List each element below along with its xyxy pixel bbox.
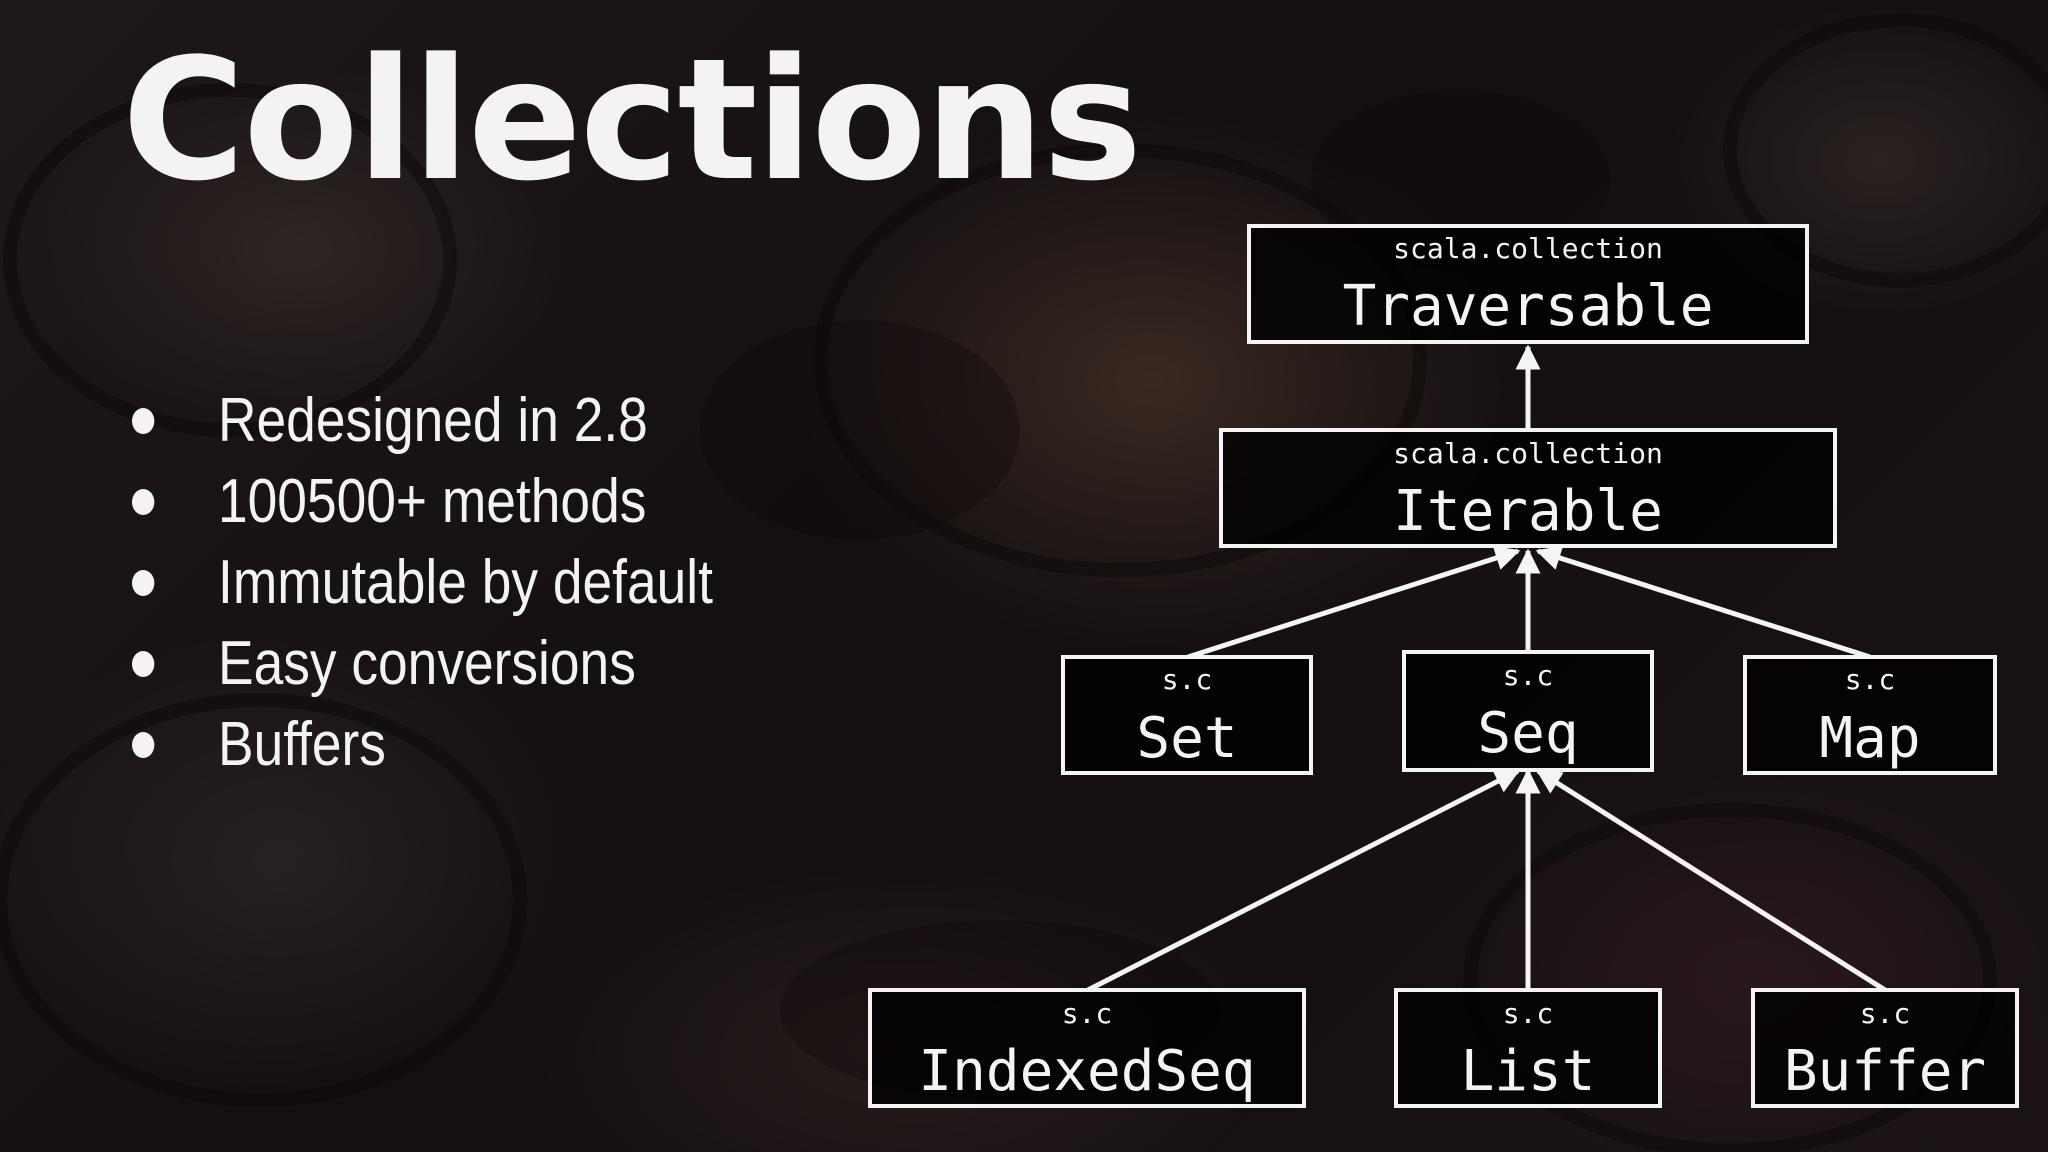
bullet-item: Redesigned in 2.8 (132, 380, 713, 461)
node-map: s.c Map (1743, 655, 1997, 775)
node-class-label: Set (1136, 706, 1237, 771)
edge-buffer-to-seq (1535, 768, 1887, 993)
node-indexedseq: s.c IndexedSeq (868, 988, 1306, 1108)
node-box (1743, 655, 1997, 775)
bullet-list: Redesigned in 2.8 100500+ methods Immuta… (132, 380, 808, 785)
bullet-dot-icon (132, 569, 155, 596)
bullet-dot-icon (132, 731, 155, 758)
node-box (868, 988, 1306, 1108)
bullet-item: Buffers (132, 704, 713, 785)
node-box (1402, 650, 1654, 772)
node-box (1394, 988, 1662, 1108)
bullet-text: Immutable by default (218, 548, 713, 617)
edge-set-to-iterable (1187, 545, 1521, 660)
node-package-label: scala.collection (1393, 437, 1663, 470)
bullet-text: Buffers (218, 710, 386, 779)
node-seq: s.c Seq (1402, 650, 1654, 772)
slide-title: Collections (122, 22, 1142, 218)
node-package-label: s.c (1860, 997, 1911, 1030)
node-box (1061, 655, 1313, 775)
node-traversable: scala.collection Traversable (1247, 224, 1809, 344)
node-box (1247, 224, 1809, 344)
bullet-text: Redesigned in 2.8 (218, 386, 648, 455)
node-class-label: Buffer (1784, 1039, 1986, 1104)
node-iterable: scala.collection Iterable (1219, 428, 1837, 548)
node-package-label: s.c (1845, 663, 1896, 696)
node-class-label: Traversable (1343, 274, 1714, 339)
node-list: s.c List (1394, 988, 1662, 1108)
node-set: s.c Set (1061, 655, 1313, 775)
node-package-label: s.c (1503, 997, 1554, 1030)
bullet-text: 100500+ methods (218, 467, 647, 536)
bullet-text: Easy conversions (218, 629, 636, 698)
bullet-item: Easy conversions (132, 623, 713, 704)
edge-indexedseq-to-seq (1086, 768, 1521, 993)
node-class-label: Iterable (1393, 479, 1663, 544)
node-package-label: s.c (1062, 997, 1113, 1030)
node-class-label: IndexedSeq (918, 1039, 1255, 1104)
node-package-label: s.c (1162, 663, 1213, 696)
node-package-label: scala.collection (1393, 232, 1663, 265)
node-class-label: List (1461, 1039, 1596, 1104)
node-box (1219, 428, 1837, 548)
node-class-label: Seq (1477, 701, 1578, 766)
bullet-item: Immutable by default (132, 542, 713, 623)
diagram-edges (1086, 344, 1887, 993)
bullet-item: 100500+ methods (132, 461, 713, 542)
bullet-dot-icon (132, 488, 155, 515)
node-package-label: s.c (1503, 659, 1554, 692)
node-buffer: s.c Buffer (1751, 988, 2019, 1108)
node-class-label: Map (1819, 706, 1920, 771)
node-box (1751, 988, 2019, 1108)
bullet-dot-icon (132, 407, 155, 434)
bullet-dot-icon (132, 650, 155, 677)
edge-map-to-iterable (1535, 545, 1871, 660)
